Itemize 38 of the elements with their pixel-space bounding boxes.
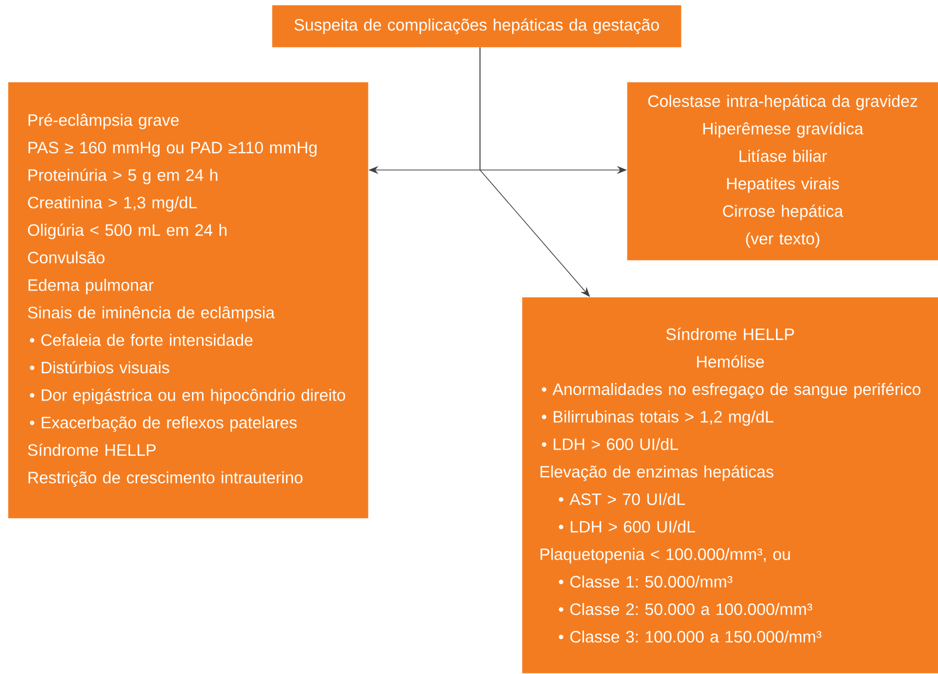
list-item: • Classe 3: 100.000 a 150.000/mm³	[558, 630, 822, 643]
node-text: (ver texto)	[746, 232, 820, 248]
list-item: • Classe 1: 50.000/mm³	[558, 575, 732, 588]
node-text: Litíase biliar	[740, 150, 827, 162]
node-text: Elevação de enzimas hepáticas	[540, 465, 774, 481]
process-box	[272, 5, 682, 48]
node-text: Colestase intra-hepática da gravidez	[648, 94, 918, 110]
process-box	[627, 82, 938, 260]
node-text: Suspeita de complicações hepáticas da gestação	[294, 18, 659, 34]
list-item: • Bilirrubinas totais > 1,2 mg/dL	[542, 410, 774, 426]
node-text: Restrição de crescimento intrauterino	[28, 471, 302, 487]
node-text: Sinais de iminência de eclâmpsia	[28, 306, 275, 322]
node-text: Creatinina > 1,3 mg/dL	[28, 196, 197, 212]
list-item: • Dor epigástrica ou em hipocôndrio direito	[30, 388, 346, 404]
list-item: • Classe 2: 50.000 a 100.000/mm³	[558, 602, 812, 616]
node-text: Oligúria < 500 mL em 24 h	[28, 224, 226, 240]
node-text: Plaquetopenia < 100.000/mm³, ou	[540, 548, 790, 564]
node-text: PAS ≥ 160 mmHg ou PAD ≥110 mmHg	[28, 142, 317, 157]
node-text: Hepatites virais	[727, 177, 839, 193]
list-item: • AST > 70 UI/dL	[558, 492, 685, 506]
node-text: Síndrome HELLP	[28, 444, 156, 456]
node-text: Proteinúria > 5 g em 24 h	[28, 168, 218, 184]
list-item: • Exacerbação de reflexos patelares	[30, 416, 297, 432]
arrow	[480, 47, 590, 297]
node-text: Síndrome HELLP	[666, 328, 794, 340]
process-box	[522, 297, 938, 674]
list-item: • Anormalidades no esfregaço de sangue periférico	[542, 382, 920, 398]
node-text: Cirrose hepática	[723, 204, 844, 220]
node-text: Hemólise	[697, 355, 764, 368]
node-text: Edema pulmonar	[28, 278, 154, 294]
list-item: • LDH > 600 UI/dL	[558, 520, 696, 533]
node-text: Hiperêmese gravídica	[703, 122, 864, 138]
node-text: Pré-eclâmpsia grave	[28, 114, 179, 130]
list-item: • LDH > 600 UI/dL	[542, 438, 678, 450]
list-item: • Distúrbios visuais	[30, 361, 170, 374]
list-item: • Cefaleia de forte intensidade	[30, 334, 252, 346]
node-text: Convulsão	[28, 251, 104, 264]
process-box	[8, 82, 368, 518]
